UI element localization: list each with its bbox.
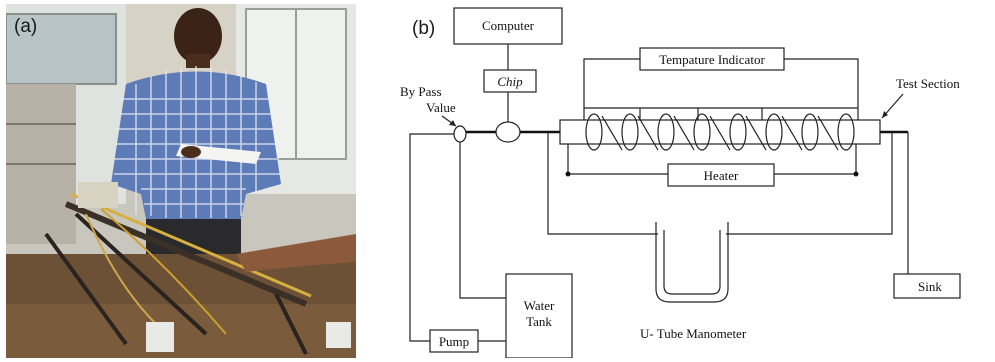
chip-label: Chip — [497, 74, 523, 89]
schematic-diagram: (b) Computer Chip Tempature Indicator By… — [398, 4, 990, 358]
panel-b-label: (b) — [412, 18, 435, 39]
bypass-valve — [454, 126, 466, 142]
bypass-label-line1: By Pass — [400, 84, 442, 99]
computer-label: Computer — [482, 18, 535, 33]
water-tank-label-line1: Water — [524, 298, 555, 313]
experiment-photo — [6, 4, 356, 358]
test-section-label: Test Section — [896, 76, 960, 91]
bypass-label-line2: Value — [426, 100, 456, 115]
heater-label: Heater — [704, 168, 739, 183]
sink-label: Sink — [918, 279, 942, 294]
panel-a-label: (a) — [14, 16, 37, 38]
experiment-photo-panel: (a) — [6, 4, 356, 358]
temperature-indicator-label: Tempature Indicator — [659, 52, 765, 67]
u-tube-manometer — [656, 222, 728, 302]
pump-label: Pump — [439, 334, 469, 349]
water-tank-label-line2: Tank — [526, 314, 552, 329]
flow-valve — [496, 122, 520, 142]
schematic-panel: (b) Computer Chip Tempature Indicator By… — [398, 4, 990, 358]
manometer-label: U- Tube Manometer — [640, 326, 747, 341]
